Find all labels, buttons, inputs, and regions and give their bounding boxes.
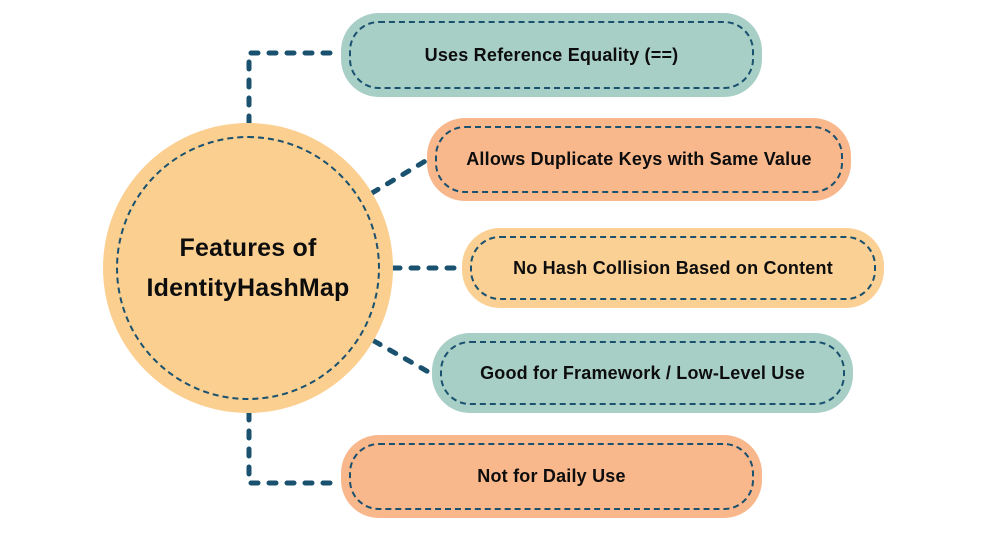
central-node-label: Features of IdentityHashMap <box>103 123 393 413</box>
branch-node-not-for-daily-use: Not for Daily Use <box>341 435 762 518</box>
central-node-label-line-2: IdentityHashMap <box>146 274 350 302</box>
branch-node-no-hash-collision: No Hash Collision Based on Content <box>462 228 884 308</box>
branch-node-uses-reference-equality: Uses Reference Equality (==) <box>341 13 762 97</box>
branch-node-allows-duplicate-keys: Allows Duplicate Keys with Same Value <box>427 118 851 201</box>
connector-elbow-node-1 <box>246 50 344 126</box>
branch-node-label: Allows Duplicate Keys with Same Value <box>466 149 812 169</box>
connector-line-node-4 <box>371 338 435 377</box>
branch-node-label: Uses Reference Equality (==) <box>424 44 679 65</box>
central-node-dashed-ring <box>116 136 380 400</box>
branch-node-label: Not for Daily Use <box>477 466 626 486</box>
connector-elbow-node-5 <box>246 410 344 486</box>
branch-node-framework-low-level-use: Good for Framework / Low-Level Use <box>432 333 853 413</box>
branch-node-label: No Hash Collision Based on Content <box>513 257 833 278</box>
central-node: Features of IdentityHashMap <box>103 123 393 413</box>
central-node-label-line-1: Features of <box>179 234 317 262</box>
connector-line-node-2 <box>369 157 430 196</box>
branch-node-label: Good for Framework / Low-Level Use <box>480 362 805 383</box>
